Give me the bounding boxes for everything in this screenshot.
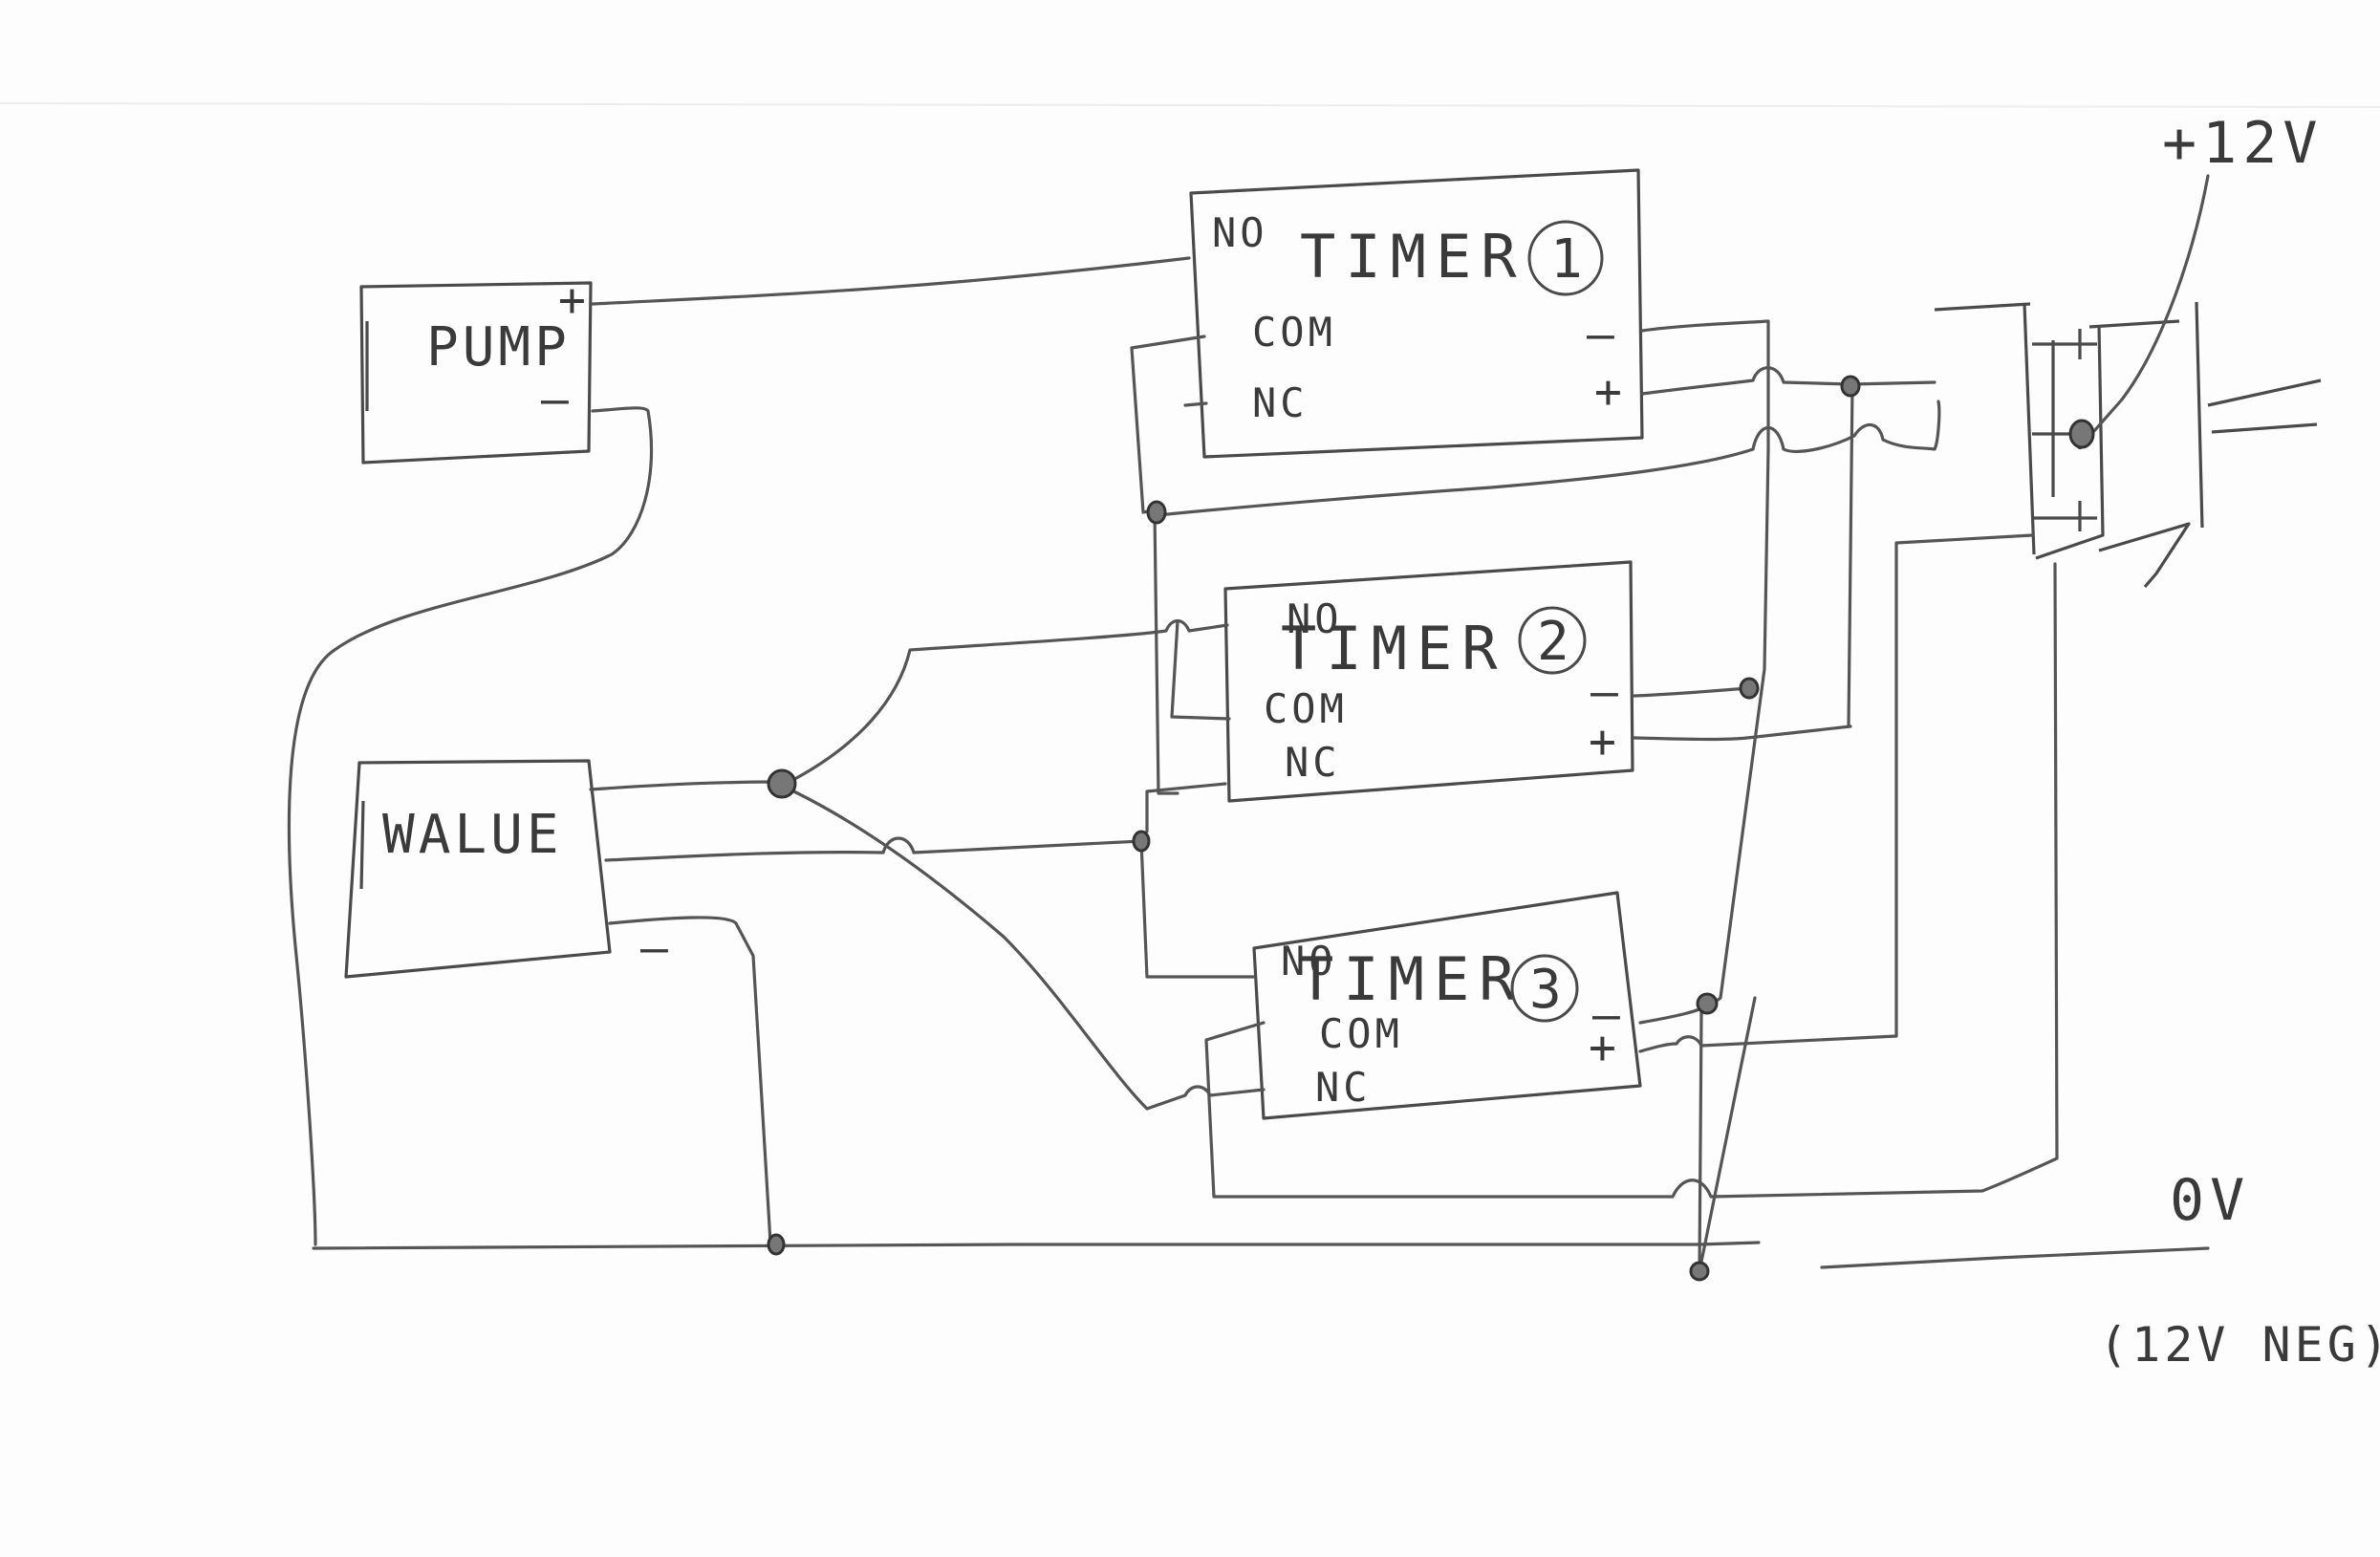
timer-3-com-terminal: COM	[1319, 1010, 1403, 1057]
timer-1-title: TIMER	[1300, 222, 1526, 292]
supply-positive-label: +12V	[2162, 110, 2324, 177]
wires	[287, 174, 2210, 1273]
timer-3-minus-terminal: —	[1592, 988, 1620, 1042]
junction-dot	[1739, 677, 1760, 700]
timer-2-title: TIMER	[1281, 614, 1507, 683]
timer-2-no-terminal: NO	[1287, 595, 1343, 642]
junction-dot	[1689, 1261, 1710, 1282]
pump-box: PUMP + —	[359, 273, 593, 465]
timer-3-plus-terminal: +	[1589, 1021, 1616, 1074]
timer-3-nc-terminal: NC	[1315, 1064, 1372, 1111]
relay-switch-block	[1934, 301, 2322, 589]
junction-dot	[767, 768, 797, 799]
timer-1-no-terminal: NO	[1212, 209, 1268, 256]
timer-2-com-terminal: COM	[1264, 685, 1348, 732]
timer-3-number-circle	[1510, 954, 1579, 1023]
timer-1-minus-terminal: —	[1587, 308, 1614, 361]
valve-minus-terminal: —	[640, 921, 668, 975]
timer-1-number-circle	[1527, 220, 1604, 296]
junction-dots	[767, 375, 2095, 1282]
timer-3-box: NO TIMER 3 COM NC — +	[1252, 891, 1642, 1120]
timer-2-number-circle	[1518, 606, 1587, 675]
pump-plus-terminal: +	[558, 273, 586, 327]
valve-box: WALUE —	[344, 759, 668, 979]
paper-fold-line	[0, 102, 2380, 108]
junction-dot	[1840, 375, 1861, 398]
timer-3-no-terminal: NO	[1281, 938, 1337, 984]
timer-1-nc-terminal: NC	[1252, 379, 1309, 426]
timer-2-nc-terminal: NC	[1285, 739, 1341, 786]
timer-2-box: NO TIMER 2 COM NC — +	[1223, 560, 1634, 803]
junction-dot	[1132, 830, 1151, 853]
timer-1-box: NO TIMER 1 COM NC — +	[1189, 168, 1644, 459]
junction-dot	[1146, 500, 1167, 525]
timer-2-plus-terminal: +	[1589, 715, 1616, 768]
timer-1-plus-terminal: +	[1594, 365, 1622, 419]
timer-2-number: 2	[1537, 611, 1569, 673]
valve-label: WALUE	[382, 804, 563, 866]
pump-label: PUMP	[426, 316, 571, 378]
supply-ground-note: (12V NEG)	[2099, 1317, 2380, 1373]
timer-1-number: 1	[1550, 228, 1583, 291]
junction-dot	[1696, 992, 1719, 1015]
pump-minus-terminal: —	[541, 373, 569, 426]
timer-1-com-terminal: COM	[1252, 309, 1336, 356]
switch-contact-dot	[2068, 419, 2095, 449]
timer-3-title: TIMER	[1298, 944, 1525, 1014]
junction-dot	[767, 1233, 786, 1256]
timer-2-minus-terminal: —	[1590, 665, 1618, 719]
supply-ground-label: 0V	[2170, 1167, 2250, 1234]
timer-3-number: 3	[1529, 959, 1562, 1021]
